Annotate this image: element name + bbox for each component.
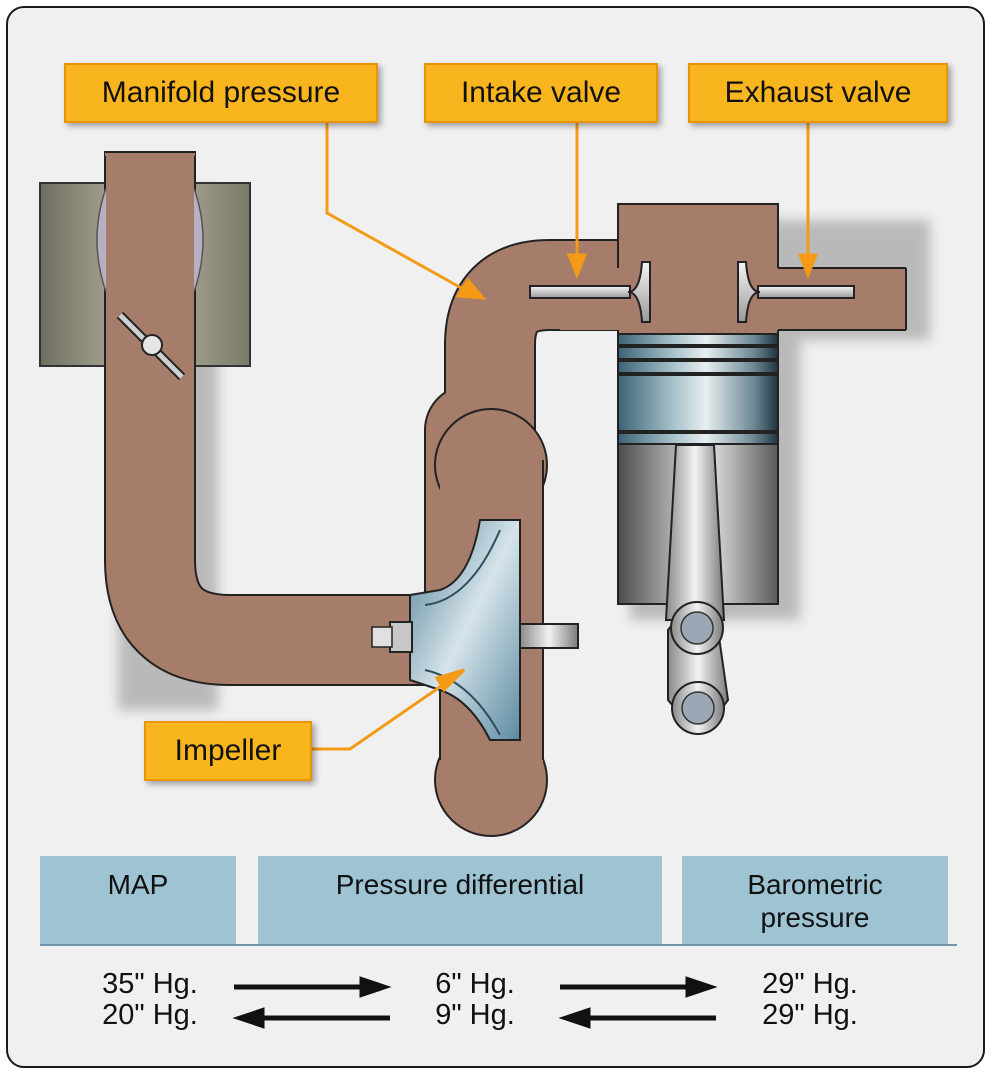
differential-values: 6" Hg. 9" Hg. [400, 969, 550, 1031]
manifold-pressure-label: Manifold pressure [64, 63, 378, 123]
map-values: 35" Hg. 20" Hg. [70, 969, 230, 1031]
map-header: MAP [40, 856, 236, 944]
table-baseline [40, 944, 957, 946]
exhaust-valve-label: Exhaust valve [688, 63, 948, 123]
impeller-label: Impeller [144, 721, 312, 781]
barometric-value-1: 29" Hg. [762, 968, 858, 1000]
barometric-header-line1: Barometric [747, 869, 883, 900]
exhaust-valve-part [737, 261, 855, 323]
differential-value-1: 6" Hg. [435, 968, 515, 1000]
throttle-valve [116, 311, 186, 381]
intake-valve-part [529, 261, 651, 323]
pressure-arrows [232, 976, 718, 1029]
barometric-pressure-header: Barometric pressure [682, 856, 948, 944]
arrow-left-1-head [232, 1007, 265, 1029]
arrow-right-1-head [359, 976, 392, 998]
barometric-value-2: 29" Hg. [762, 999, 858, 1031]
map-value-1: 35" Hg. [102, 968, 198, 1000]
pressure-differential-header: Pressure differential [258, 856, 662, 944]
barometric-header-line2: pressure [760, 902, 870, 933]
leader-lines [312, 122, 819, 751]
throttle-lenses [96, 187, 204, 293]
impeller-part [371, 519, 579, 741]
map-value-2: 20" Hg. [102, 999, 198, 1031]
barometric-values: 29" Hg. 29" Hg. [730, 969, 890, 1031]
arrow-left-2-head [558, 1007, 591, 1029]
piston-assembly [617, 333, 779, 735]
pressure-differential-header-text: Pressure differential [335, 869, 585, 900]
differential-value-2: 9" Hg. [435, 999, 515, 1031]
arrow-right-2-head [685, 976, 718, 998]
intake-valve-label: Intake valve [424, 63, 658, 123]
map-header-text: MAP [107, 869, 169, 900]
